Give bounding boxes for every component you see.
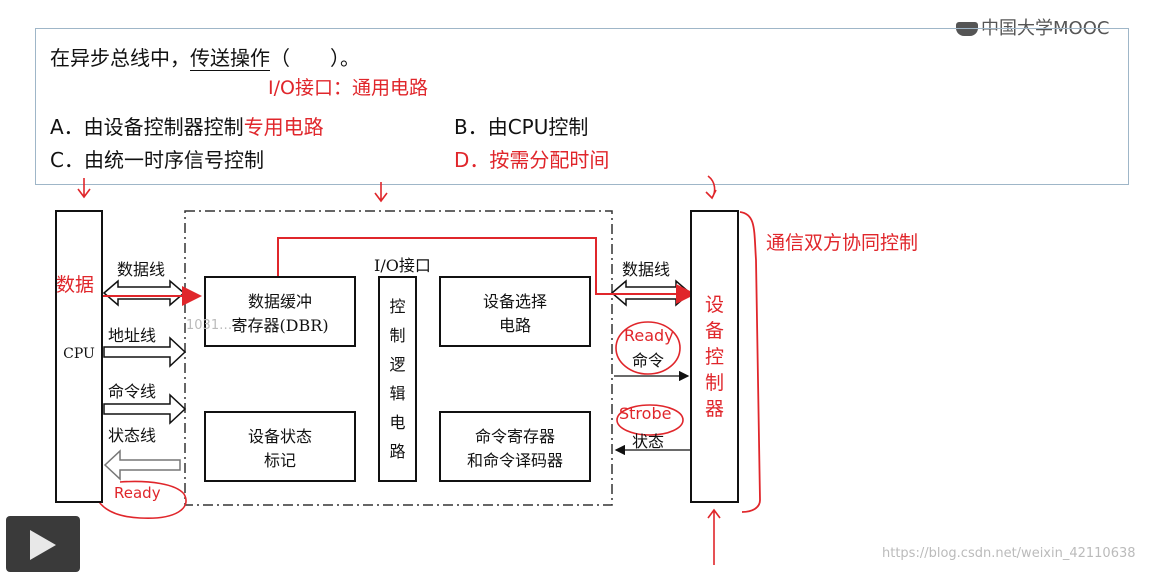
play-icon bbox=[30, 530, 56, 560]
control-logic-char-2: 制 bbox=[389, 326, 406, 345]
control-logic-char-3: 逻 bbox=[389, 355, 406, 374]
data-label-red: 数据 bbox=[56, 274, 95, 296]
address-line-label: 地址线 bbox=[108, 326, 157, 345]
device-ctrl-char-2: 备 bbox=[704, 319, 724, 342]
comm-note: 通信双方协同控制 bbox=[766, 232, 919, 254]
ready-right-circle bbox=[615, 321, 681, 375]
question-box bbox=[35, 28, 1129, 185]
control-logic-char-4: 辑 bbox=[389, 384, 406, 403]
strobe-circle bbox=[616, 404, 684, 436]
dbr-line-2: 寄存器(DBR) bbox=[231, 315, 329, 335]
device-controller-box: 设 备 控 制 器 bbox=[690, 210, 739, 503]
command-bus-arrow bbox=[103, 393, 187, 425]
device-status-line-1: 设备状态 bbox=[247, 426, 312, 446]
option-b: B．由CPU控制 bbox=[454, 115, 589, 139]
command-right-label: 命令 bbox=[632, 351, 665, 370]
device-ctrl-char-5: 器 bbox=[704, 397, 724, 420]
io-interface-title: I/O接口 bbox=[374, 256, 431, 275]
stem-part-c: （ ）。 bbox=[270, 46, 360, 70]
red-bracket bbox=[739, 211, 761, 513]
dbr-line-1: 数据缓冲 bbox=[247, 291, 312, 311]
red-pointer-device bbox=[705, 175, 717, 200]
ready-right-label: Ready bbox=[624, 326, 674, 345]
option-d: D．按需分配时间 bbox=[454, 148, 610, 172]
red-pointer-cpu bbox=[77, 178, 91, 199]
faded-watermark-id: 1031… bbox=[186, 318, 233, 333]
strobe-label: Strobe bbox=[619, 404, 672, 423]
cpu-label: CPU bbox=[63, 346, 95, 362]
control-logic-box: 控 制 逻 辑 电 路 bbox=[378, 276, 417, 482]
data-bus-arrow bbox=[102, 279, 186, 307]
status-line-label: 状态线 bbox=[108, 426, 157, 445]
option-a-note: 专用电路 bbox=[243, 115, 324, 139]
mooc-logo-icon bbox=[956, 22, 978, 36]
device-status-line-2: 标记 bbox=[263, 450, 296, 470]
io-interface-boundary bbox=[184, 210, 613, 506]
cpu-box bbox=[55, 210, 103, 503]
device-select-line-1: 设备选择 bbox=[482, 291, 547, 311]
option-a-text: A．由设备控制器控制 bbox=[50, 115, 244, 139]
control-logic-char-5: 电 bbox=[389, 413, 406, 432]
device-ctrl-char-3: 控 bbox=[704, 345, 724, 368]
red-pointer-bottom bbox=[707, 508, 721, 565]
control-logic-char-6: 路 bbox=[389, 442, 406, 461]
option-a: A．由设备控制器控制专用电路 bbox=[50, 111, 324, 140]
device-ctrl-char-4: 制 bbox=[704, 371, 724, 394]
status-right-label: 状态 bbox=[632, 432, 665, 451]
control-logic-char-1: 控 bbox=[389, 297, 406, 316]
question-stem: 在异步总线中，传送操作（ ）。 bbox=[50, 42, 360, 71]
status-bus-arrow bbox=[103, 449, 181, 481]
red-pointer-io bbox=[374, 182, 388, 203]
option-c: C．由统一时序信号控制 bbox=[50, 148, 264, 172]
command-register-line-1: 命令寄存器 bbox=[474, 426, 555, 446]
right-data-line-label: 数据线 bbox=[622, 260, 671, 279]
ready-bottom-label: Ready bbox=[114, 484, 161, 502]
question-note: I/O接口：通用电路 bbox=[268, 77, 428, 99]
data-line-label: 数据线 bbox=[117, 260, 166, 279]
address-bus-arrow bbox=[103, 336, 187, 368]
dbr-box: 数据缓冲 寄存器(DBR) bbox=[204, 276, 356, 347]
command-register-line-2: 和命令译码器 bbox=[466, 450, 563, 470]
device-select-box: 设备选择 电路 bbox=[439, 276, 591, 347]
device-status-box: 设备状态 标记 bbox=[204, 411, 356, 482]
device-ctrl-char-1: 设 bbox=[704, 293, 724, 316]
command-register-box: 命令寄存器 和命令译码器 bbox=[439, 411, 591, 482]
csdn-watermark: https://blog.csdn.net/weixin_42110638 bbox=[882, 546, 1136, 561]
stem-part-b: 传送操作 bbox=[190, 46, 270, 71]
stem-part-a: 在异步总线中， bbox=[50, 46, 190, 70]
video-play-button[interactable] bbox=[6, 516, 80, 572]
command-line-label: 命令线 bbox=[108, 382, 157, 401]
red-loop-path bbox=[277, 237, 696, 304]
device-select-line-2: 电路 bbox=[498, 315, 531, 335]
